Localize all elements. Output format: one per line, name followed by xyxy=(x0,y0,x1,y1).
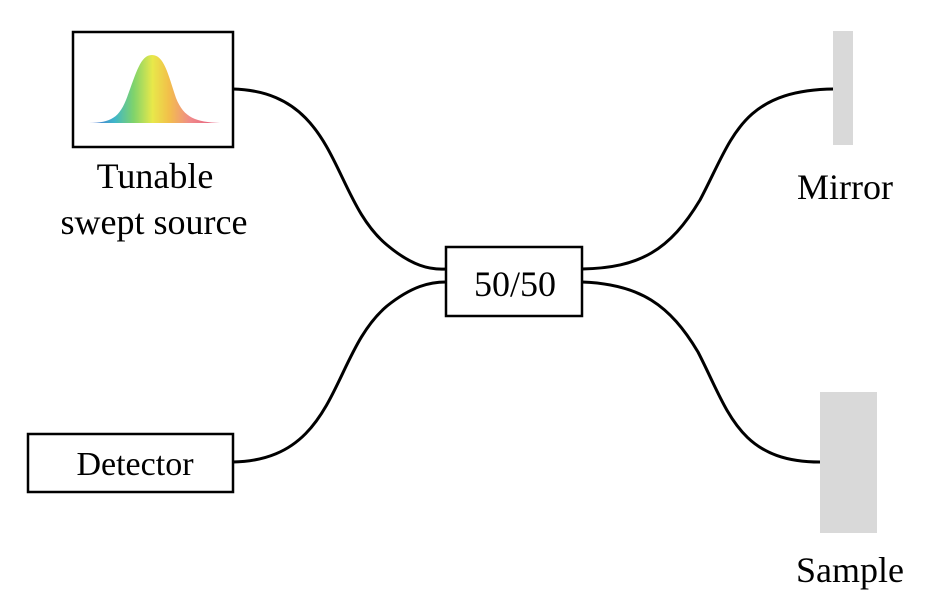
fiber-detector-to-coupler xyxy=(231,280,448,464)
sample-label: Sample xyxy=(796,550,904,590)
mirror-label: Mirror xyxy=(797,167,893,207)
spectrum-icon xyxy=(85,55,220,123)
sample-block xyxy=(820,392,877,533)
swept-source: Tunable swept source xyxy=(61,30,248,242)
detector-box xyxy=(26,432,235,494)
fiber-coupler: 50/50 xyxy=(444,245,584,318)
sample: Sample xyxy=(796,392,904,590)
fiber-coupler-to-sample xyxy=(580,280,822,464)
swept-source-label-line2: swept source xyxy=(61,202,248,242)
detector-label: Detector xyxy=(76,446,194,483)
mirror: Mirror xyxy=(797,31,893,207)
detector: Detector xyxy=(26,432,235,494)
fiber-coupler-to-mirror xyxy=(580,87,836,271)
coupler-box xyxy=(444,245,584,318)
coupler-label: 50/50 xyxy=(474,264,556,304)
fiber-source-to-coupler xyxy=(231,87,448,271)
swept-source-label-line1: Tunable xyxy=(97,156,214,196)
mirror-plate xyxy=(833,31,853,145)
